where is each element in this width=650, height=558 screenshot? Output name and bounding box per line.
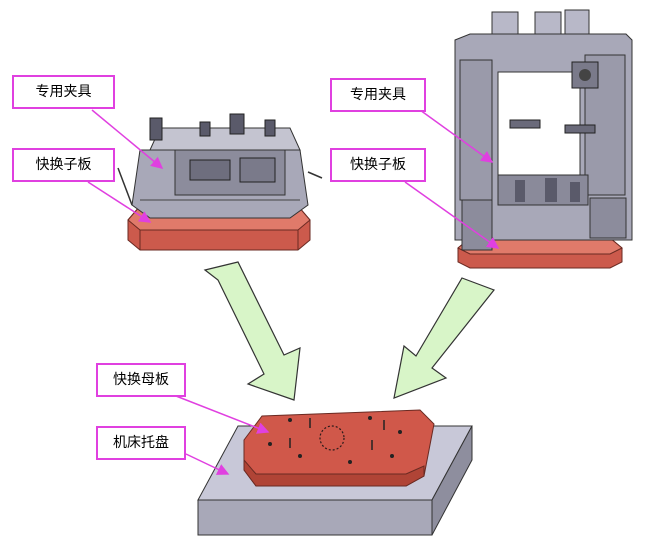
label-left-subplate: 快换子板 (12, 148, 115, 182)
label-right-fixture: 专用夹具 (330, 78, 426, 112)
callout-right-fixture (419, 109, 494, 163)
right-down-arrow (393, 277, 495, 399)
callout-left-subplate (87, 181, 152, 223)
label-left-fixture: 专用夹具 (12, 75, 115, 109)
left-down-arrow (203, 261, 301, 401)
label-right-subplate: 快换子板 (330, 148, 426, 182)
callout-left-fixture (91, 109, 164, 169)
callout-right-subplate (404, 181, 500, 249)
left-fixture-body (117, 113, 323, 219)
callout-pallet (185, 453, 230, 475)
label-mother-plate: 快换母板 (96, 363, 186, 397)
label-machine-pallet: 机床托盘 (96, 426, 186, 460)
mother-plate-shape (243, 409, 435, 487)
right-fixture-assembly (454, 9, 633, 269)
callout-mother-plate (175, 395, 270, 434)
left-fixture-assembly (117, 113, 323, 251)
callout-lines (87, 109, 500, 475)
right-fixture-body (454, 9, 633, 251)
